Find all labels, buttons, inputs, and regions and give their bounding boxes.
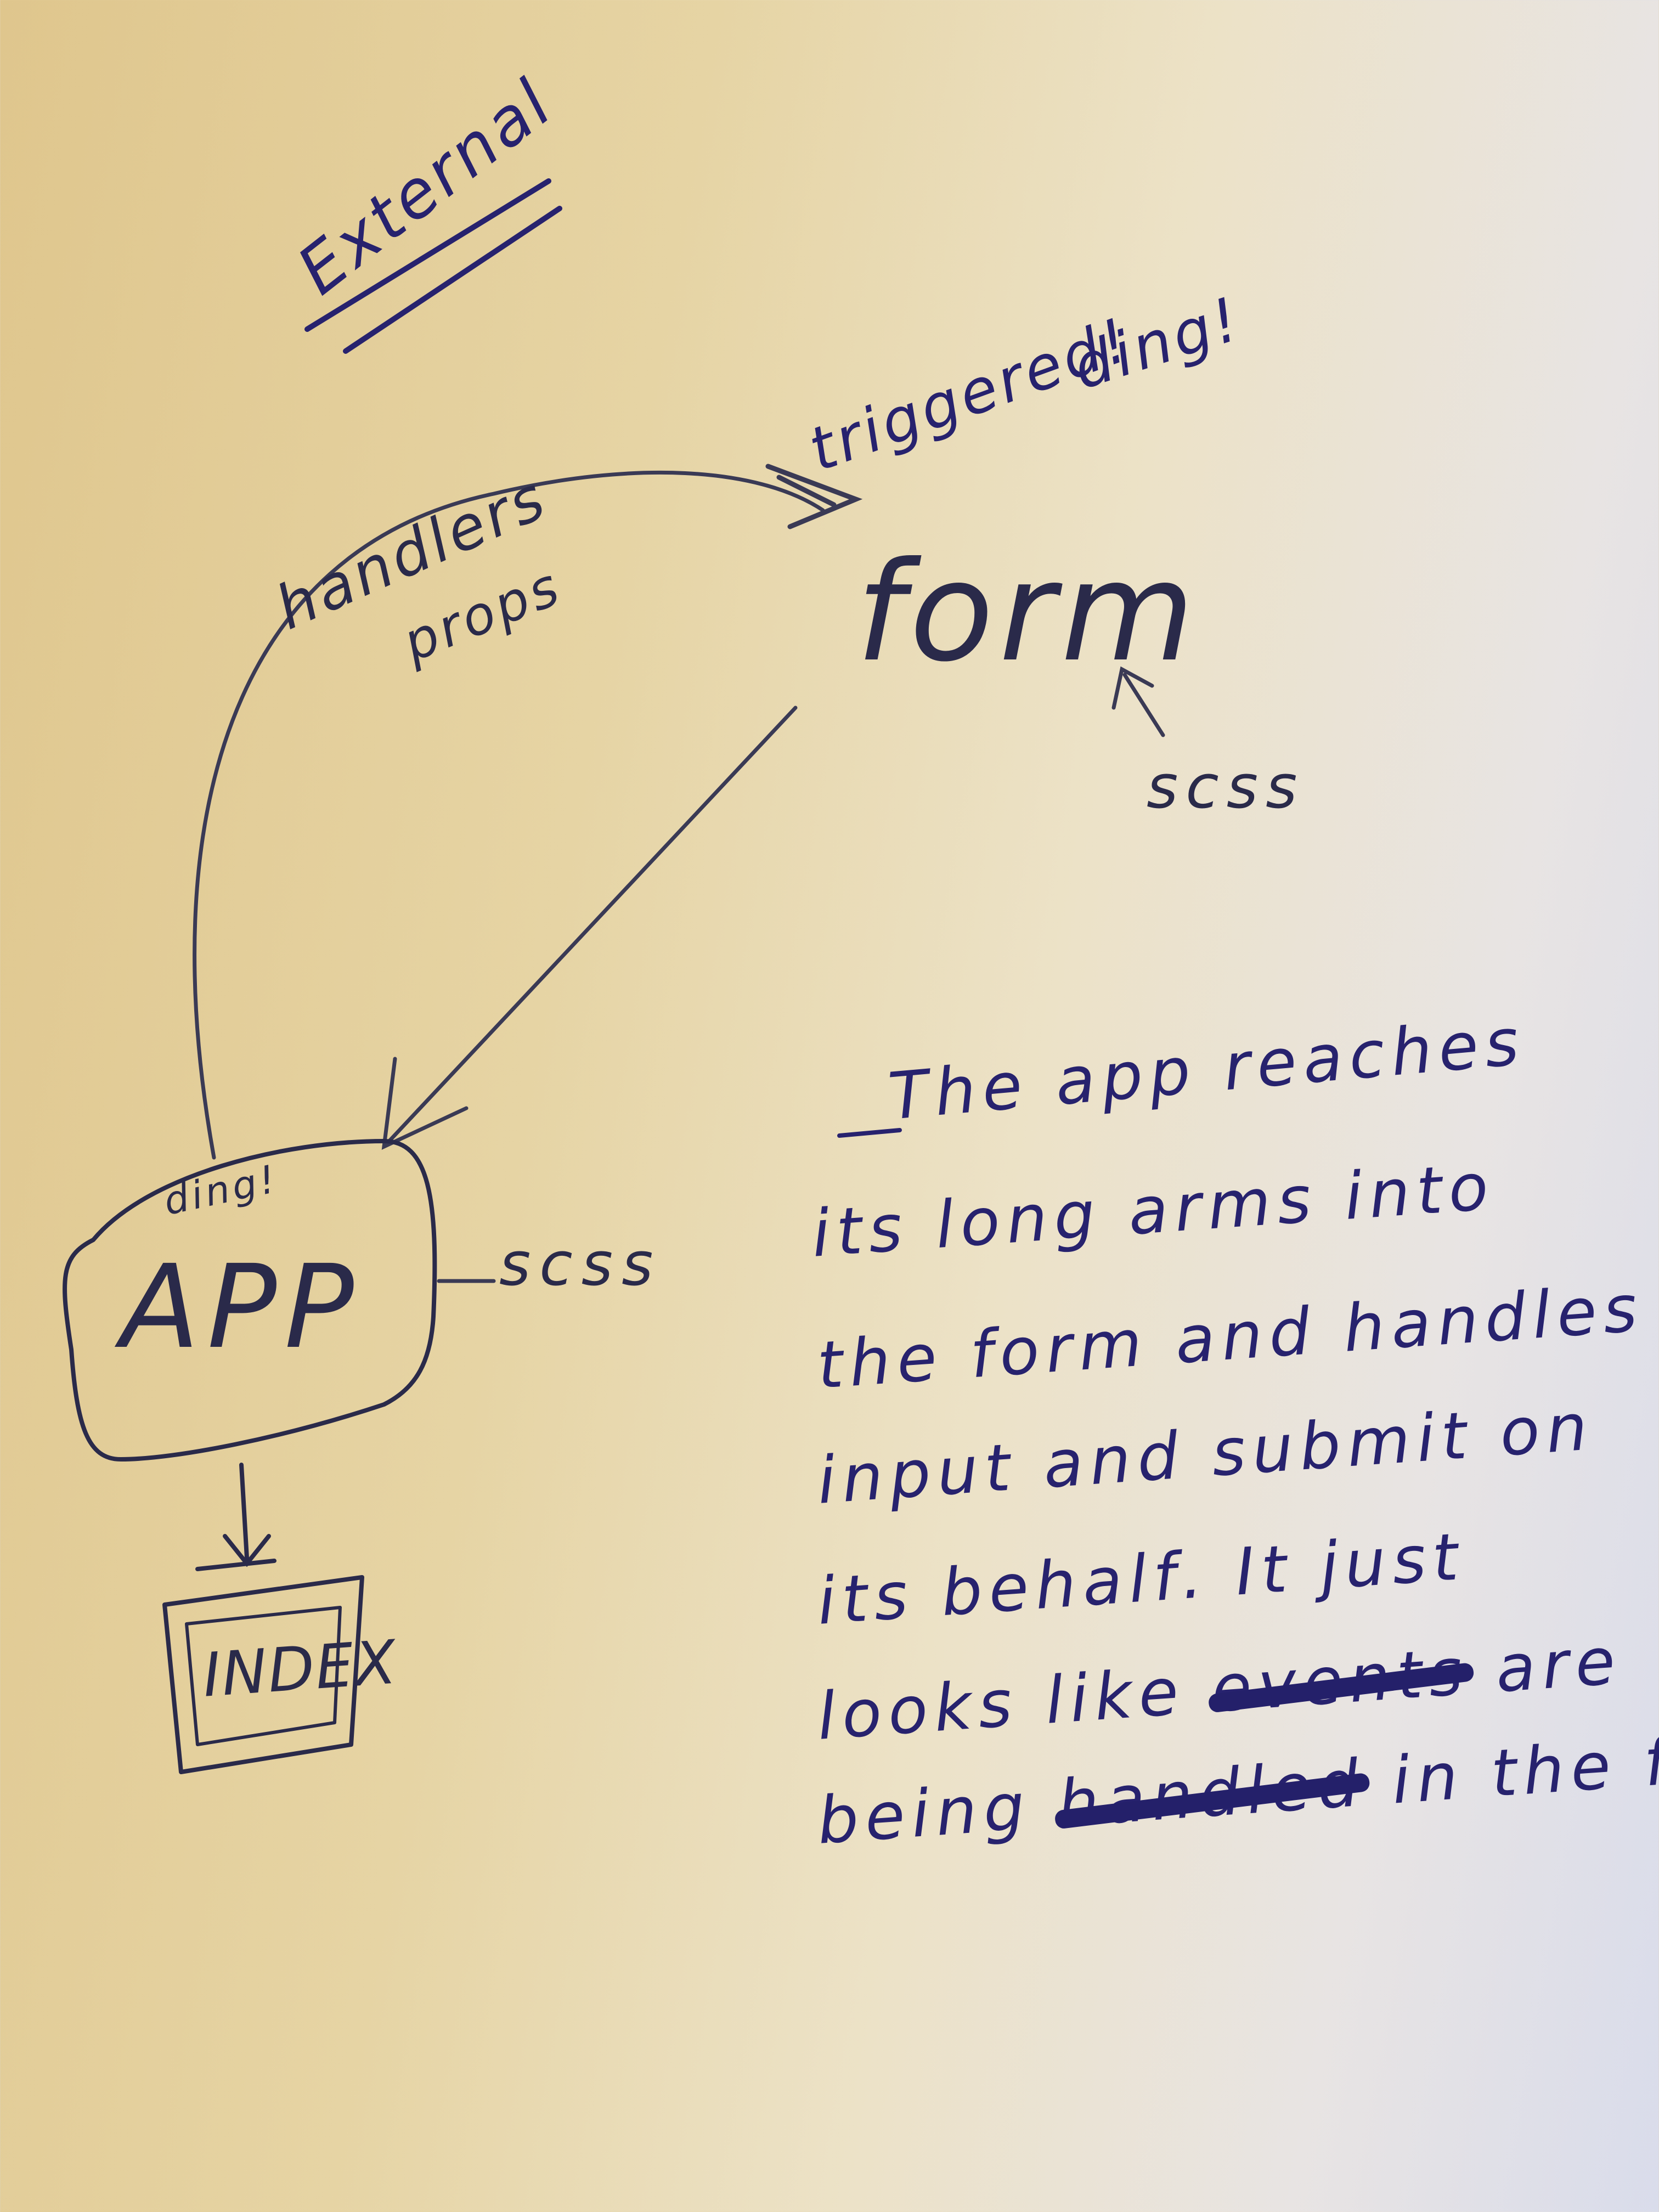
external-underline	[304, 178, 551, 332]
external-underline-2	[343, 206, 562, 354]
note-line-6-end: are	[1493, 1622, 1624, 1707]
app-to-index-arrowhead	[195, 1559, 276, 1571]
handlers-arc	[193, 470, 825, 1160]
app-box	[63, 1139, 437, 1462]
form-label: form	[856, 532, 1200, 692]
scss-to-form-arrow	[1122, 673, 1165, 737]
scss-to-form-arrowhead	[1111, 666, 1154, 710]
index-box-outer	[162, 1575, 364, 1774]
form-to-app-arrow	[382, 706, 798, 1149]
arc-arrowhead	[765, 464, 863, 529]
scss-app-label: scss	[499, 1229, 662, 1299]
app-to-index-tip	[223, 1534, 271, 1567]
form-to-app-arrowhead	[381, 1057, 469, 1150]
app-to-index-arrow	[239, 1463, 249, 1560]
index-label: INDEX	[200, 1627, 399, 1711]
note-line-7-start: being	[815, 1768, 1034, 1859]
app-label: APP	[121, 1240, 362, 1374]
scss-form-label: scss	[1147, 752, 1305, 822]
index-box-inner	[185, 1606, 342, 1746]
note-dash	[837, 1128, 902, 1138]
